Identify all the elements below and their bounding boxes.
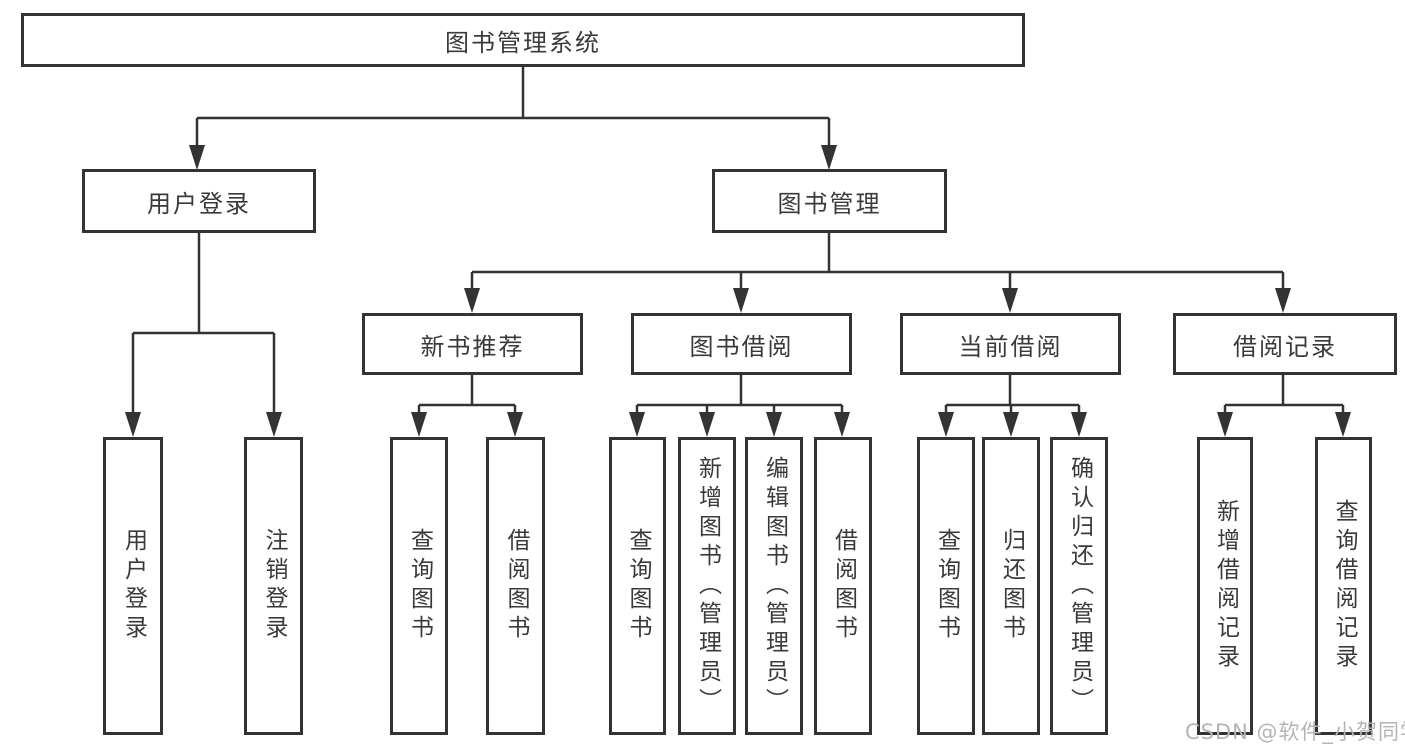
node-user-login: 用户登录	[82, 169, 316, 233]
node-book-management: 图书管理	[712, 169, 947, 233]
leaf-edit-books-admin-label: 编辑图书（管理员）	[761, 455, 788, 717]
leaf-logout-label: 注销登录	[261, 528, 287, 644]
leaf-edit-books-admin: 编辑图书（管理员）	[745, 437, 803, 735]
leaf-confirm-return-admin-label: 确认归还（管理员）	[1066, 455, 1093, 717]
leaf-user-login: 用户登录	[103, 437, 163, 735]
node-new-book-recommend: 新书推荐	[362, 313, 583, 375]
node-current-borrow: 当前借阅	[900, 313, 1121, 375]
leaf-query-books-1: 查询图书	[390, 437, 448, 735]
node-book-management-label: 图书管理	[777, 189, 882, 218]
node-borrow-records-label: 借阅记录	[1233, 332, 1337, 361]
node-book-borrow-label: 图书借阅	[689, 332, 794, 361]
leaf-return-books-label: 归还图书	[998, 528, 1025, 644]
leaf-add-books-admin: 新增图书（管理员）	[678, 437, 736, 735]
leaf-query-books-1-label: 查询图书	[406, 528, 433, 644]
leaf-query-books-2: 查询图书	[609, 437, 666, 735]
leaf-query-books-3: 查询图书	[917, 437, 975, 735]
leaf-borrow-books-2-label: 借阅图书	[830, 528, 857, 644]
node-user-login-label: 用户登录	[147, 189, 251, 218]
leaf-add-borrow-record: 新增借阅记录	[1197, 437, 1253, 735]
arrowheads	[125, 145, 1351, 437]
leaf-return-books: 归还图书	[982, 437, 1040, 735]
leaf-borrow-books-2: 借阅图书	[814, 437, 872, 735]
leaf-borrow-books-1-label: 借阅图书	[503, 528, 529, 644]
leaf-confirm-return-admin: 确认归还（管理员）	[1050, 437, 1108, 735]
leaf-user-login-label: 用户登录	[120, 528, 147, 644]
leaf-query-borrow-record-label: 查询借阅记录	[1331, 499, 1357, 673]
leaf-add-books-admin-label: 新增图书（管理员）	[694, 455, 721, 717]
csdn-watermark: CSDN @软件_小贺同学	[1185, 720, 1405, 744]
leaf-logout: 注销登录	[244, 437, 303, 735]
leaf-query-books-2-label: 查询图书	[625, 528, 651, 644]
node-borrow-records: 借阅记录	[1173, 313, 1397, 375]
node-book-borrow: 图书借阅	[631, 313, 852, 375]
node-system-root-label: 图书管理系统	[445, 28, 601, 57]
leaf-borrow-books-1: 借阅图书	[486, 437, 545, 735]
leaf-query-books-3-label: 查询图书	[933, 528, 960, 644]
leaf-add-borrow-record-label: 新增借阅记录	[1212, 499, 1239, 673]
node-system-root: 图书管理系统	[21, 13, 1025, 67]
leaf-query-borrow-record: 查询借阅记录	[1315, 437, 1372, 735]
node-current-borrow-label: 当前借阅	[958, 332, 1063, 361]
node-new-book-recommend-label: 新书推荐	[420, 332, 525, 361]
